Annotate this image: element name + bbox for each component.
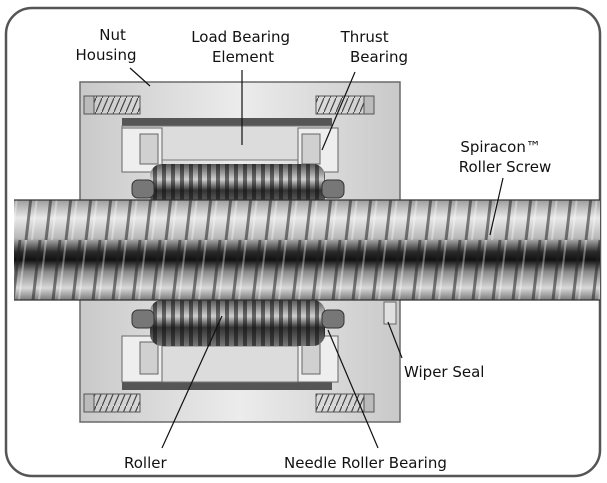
label-wiper-seal: Wiper Seal bbox=[404, 363, 484, 381]
leader-lines bbox=[129, 67, 504, 449]
nut-housing-bottom bbox=[79, 297, 401, 423]
label-thrust-bearing: Thrust Bearing bbox=[340, 28, 408, 66]
label-load-bearing-element: Load Bearing Element bbox=[191, 28, 295, 66]
label-needle-roller-bearing: Needle Roller Bearing bbox=[284, 454, 447, 472]
label-roller-screw: Spiracon™ Roller Screw bbox=[459, 138, 552, 176]
label-roller: Roller bbox=[124, 454, 167, 472]
label-nut-housing: Nut Housing bbox=[76, 26, 137, 64]
nut-housing-top bbox=[79, 81, 401, 215]
roller-screw-shaft bbox=[14, 199, 600, 301]
